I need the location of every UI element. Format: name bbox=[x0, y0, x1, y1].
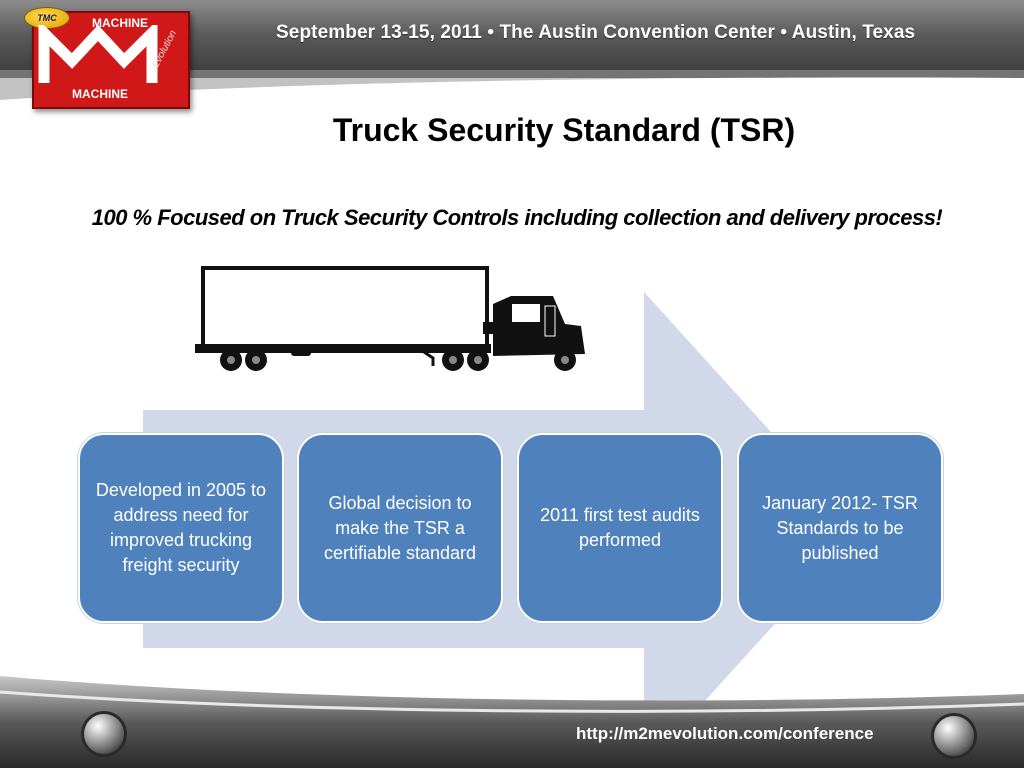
logo-two: 2 bbox=[94, 47, 105, 67]
event-info: September 13-15, 2011 • The Austin Conve… bbox=[276, 22, 916, 43]
step-box-2011: 2011 first test audits performed bbox=[517, 433, 723, 623]
right-sphere-icon bbox=[934, 716, 974, 756]
step-box-2012: January 2012- TSR Standards to be publis… bbox=[737, 433, 943, 623]
m2m-evolution-logo: TMC MACHINE 2 MACHINE Evolution bbox=[24, 7, 190, 109]
logo-top-word: MACHINE bbox=[92, 16, 148, 30]
logo-bottom-word: MACHINE bbox=[72, 87, 128, 101]
truck-icon bbox=[195, 266, 585, 371]
step-text: January 2012- TSR Standards to be publis… bbox=[762, 492, 918, 563]
step-text: 2011 first test audits performed bbox=[540, 505, 700, 550]
step-text: Global decision to make the TSR a certif… bbox=[323, 492, 477, 563]
left-sphere-icon bbox=[84, 714, 124, 754]
step-box-certifiable: Global decision to make the TSR a certif… bbox=[297, 433, 503, 623]
footer-url[interactable]: http://m2mevolution.com/conference bbox=[576, 724, 874, 743]
footer-swoosh bbox=[0, 676, 1024, 768]
header-swoosh bbox=[0, 70, 1024, 120]
step-box-2005: Developed in 2005 to address need for im… bbox=[78, 433, 284, 623]
logo-m-shape bbox=[38, 25, 158, 83]
slide-subtitle: 100 % Focused on Truck Security Controls… bbox=[91, 205, 943, 230]
step-text: Developed in 2005 to address need for im… bbox=[95, 480, 267, 575]
slide-title: Truck Security Standard (TSR) bbox=[332, 112, 796, 148]
